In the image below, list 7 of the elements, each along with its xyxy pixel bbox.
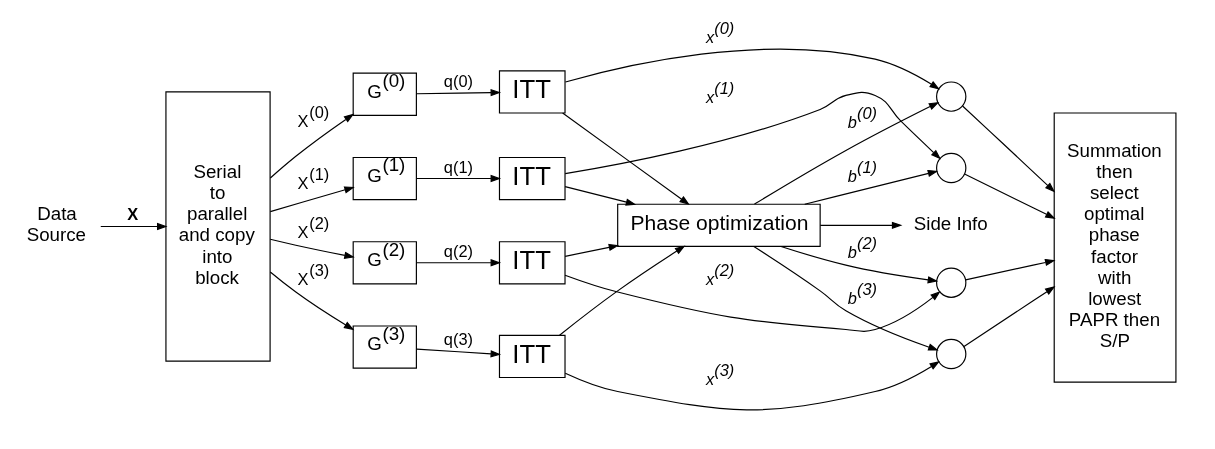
edge-label: X: [127, 204, 139, 223]
edge-label: q(0): [443, 71, 474, 90]
node-text: Data Source: [26, 202, 86, 245]
node-text: Side Info: [913, 212, 988, 234]
edge-label: q(3): [443, 329, 474, 348]
edge-label: q(2): [443, 241, 474, 260]
edge-label: q(1): [443, 157, 474, 176]
